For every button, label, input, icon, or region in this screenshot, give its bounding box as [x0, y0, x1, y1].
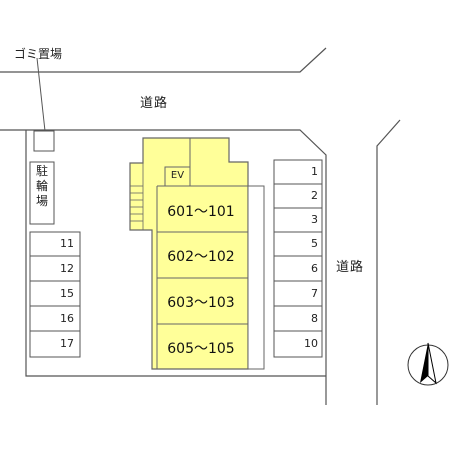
parking-slot-label: 16 — [60, 312, 74, 325]
unit-label-2: 602～102 — [167, 249, 235, 265]
unit-label-4: 605～105 — [167, 341, 235, 357]
parking-slot-label: 3 — [311, 213, 318, 226]
parking-slot-label: 17 — [60, 337, 74, 350]
parking-slot-label: 10 — [304, 337, 318, 350]
parking-slot-label: 8 — [311, 312, 318, 325]
road-edge-top — [0, 47, 327, 73]
parking-slot-label: 15 — [60, 287, 74, 300]
road-label-top: 道路 — [140, 96, 169, 111]
garbage-leader-line — [36, 57, 46, 132]
elevator-label: EV — [170, 170, 185, 181]
unit-label-1: 601～101 — [167, 204, 235, 220]
road-edge-right — [376, 119, 401, 405]
unit-label-3: 603～103 — [167, 295, 235, 311]
balcony — [247, 185, 265, 370]
parking-slot-label: 5 — [311, 237, 318, 250]
parking-slot-label: 1 — [311, 165, 318, 178]
road-label-right: 道路 — [336, 260, 365, 275]
parking-slot-label: 2 — [311, 189, 318, 202]
bike-parking-label: 駐輪場 — [35, 164, 48, 208]
parking-right-slots — [273, 159, 323, 358]
parking-left-slots — [29, 231, 81, 358]
parking-slot-label: 6 — [311, 262, 318, 275]
staircase — [130, 163, 144, 230]
parking-slot-label: 12 — [60, 262, 74, 275]
garbage-label: ゴミ置場 — [14, 47, 63, 61]
site-boundary — [0, 129, 327, 405]
north-arrow-icon — [407, 342, 449, 386]
bike-parking-area — [29, 161, 55, 225]
parking-slot-label: 11 — [60, 237, 74, 250]
balcony-corner — [228, 138, 248, 163]
parking-slot-label: 7 — [311, 287, 318, 300]
garbage-area — [33, 130, 55, 152]
unit-dividers — [156, 185, 248, 369]
